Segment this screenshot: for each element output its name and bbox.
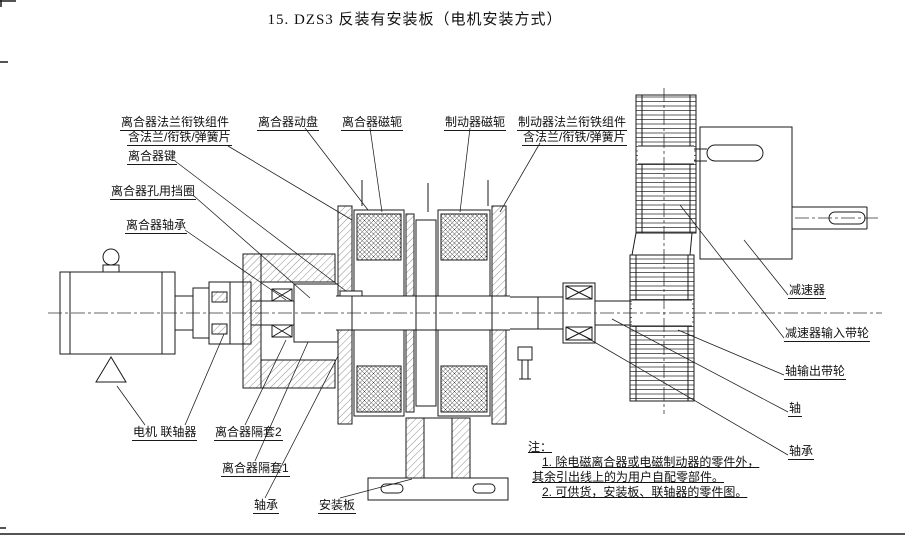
bolt-slot-left	[380, 483, 404, 494]
note-line-1: 1. 除电磁离合器或电磁制动器的零件外，	[542, 455, 760, 469]
centerlines	[48, 88, 882, 414]
label-clutch-yoke: 离合器磁轭	[341, 115, 404, 131]
notes-header: 注：	[528, 440, 553, 454]
brake-coil-bottom	[440, 365, 488, 413]
notes-block: 注： 1. 除电磁离合器或电磁制动器的零件外， 其余引出线上的为用户自配零部件。…	[528, 440, 759, 500]
shaft-key	[339, 290, 363, 297]
reducer-input-pulley	[635, 94, 697, 234]
clutch-coil-bottom	[356, 365, 402, 413]
belt	[631, 232, 693, 256]
motor-support	[95, 356, 127, 383]
label-brake-flange-armature-sub: 含法兰/衔铁/弹簧片	[522, 130, 627, 146]
label-clutch-flange-armature: 离合器法兰衔铁组件	[120, 115, 231, 131]
page-title: 15. DZS3 反装有安装板（电机安装方式）	[267, 12, 563, 28]
label-clutch-disc: 离合器动盘	[257, 115, 320, 131]
bolt-slot-right	[472, 483, 496, 494]
label-clutch-flange-armature-sub: 含法兰/衔铁/弹簧片	[127, 130, 232, 146]
motor-eyebolt-icon	[102, 248, 120, 266]
label-shaft: 轴	[788, 401, 803, 417]
reducer-input-slot	[706, 144, 764, 162]
label-clutch-spacer-1: 离合器隔套1	[221, 461, 290, 477]
label-bearing-bottom: 轴承	[253, 498, 280, 514]
leader-lines	[116, 127, 789, 499]
clutch-housing	[242, 253, 339, 389]
mounting-plate	[367, 417, 509, 501]
label-bearing-right: 轴承	[788, 444, 815, 460]
label-clutch-spacer-2: 离合器隔套2	[214, 425, 283, 441]
label-mounting-plate: 安装板	[318, 498, 357, 514]
clutch-coil-top	[356, 213, 402, 261]
label-clutch-bore-ring: 离合器孔用挡圈	[110, 184, 197, 200]
note-line-2: 其余引出线上的为用户自配零部件。	[532, 470, 725, 484]
label-clutch-bearing: 离合器轴承	[125, 218, 188, 234]
note-line-3: 2. 可供货，安装板、联轴器的零件图。	[542, 485, 748, 499]
label-brake-flange-armature: 制动器法兰衔铁组件	[517, 115, 628, 131]
motor	[59, 248, 193, 383]
brake-coil-top	[440, 213, 488, 261]
shaft-output-pulley	[629, 254, 695, 402]
reducer	[694, 126, 868, 260]
label-clutch-key: 离合器键	[127, 149, 178, 165]
label-motor-coupling: 电机 联轴器	[132, 425, 198, 441]
label-reducer-input-pulley: 减速器输入带轮	[784, 326, 871, 342]
label-brake-yoke: 制动器磁轭	[444, 115, 507, 131]
label-shaft-output-pulley: 轴输出带轮	[784, 364, 847, 380]
clutch-brake-assembly	[336, 180, 533, 425]
label-reducer: 减速器	[788, 283, 827, 299]
brake-release-bolt	[517, 346, 533, 380]
